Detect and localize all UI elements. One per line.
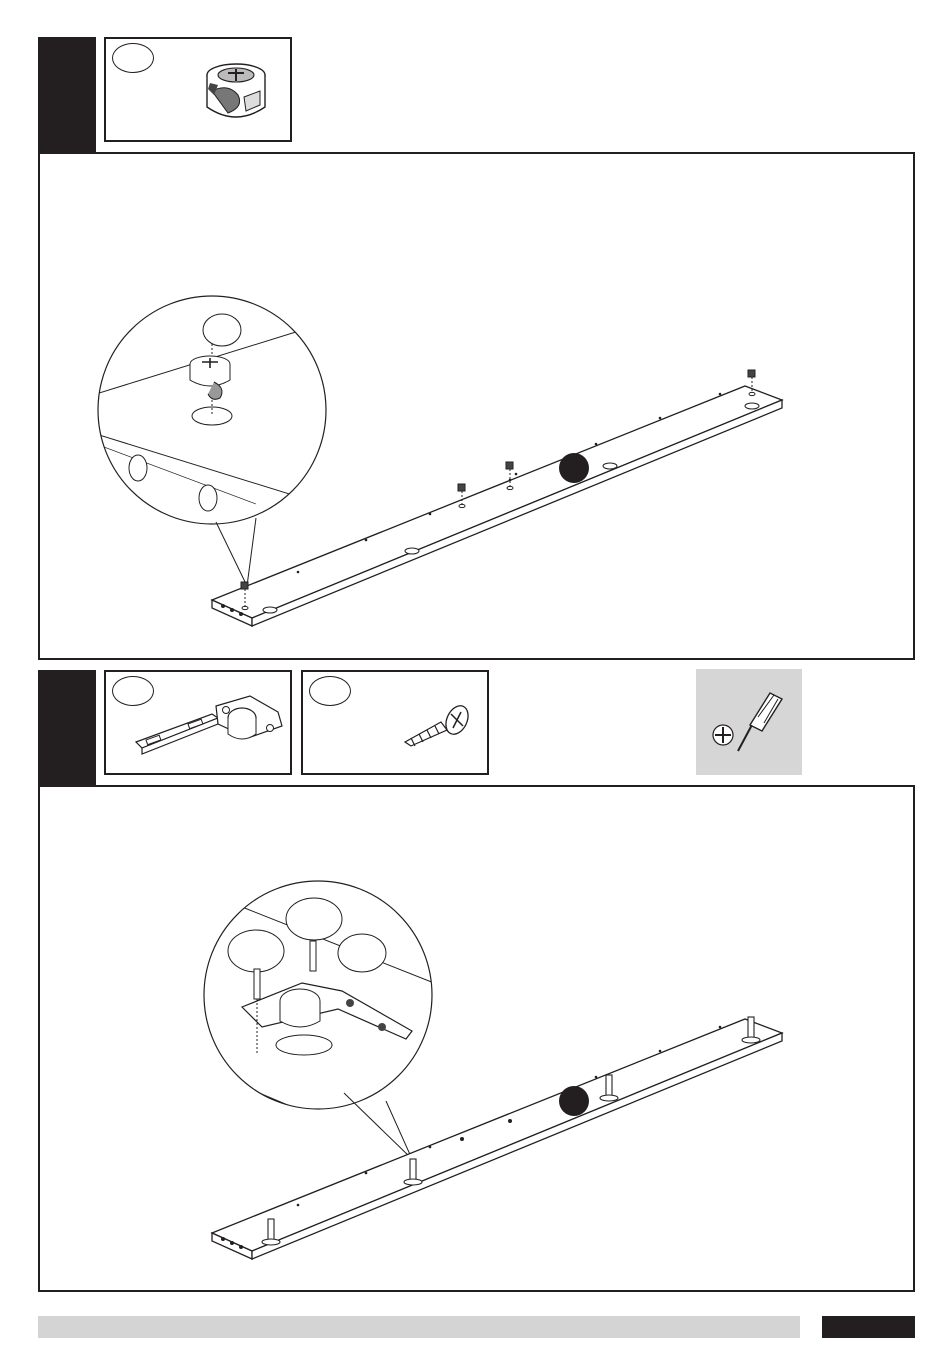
panel-with-cam-locks (40, 154, 917, 662)
page-number-block (822, 1316, 915, 1338)
step-2-part-box-hinge (104, 670, 292, 775)
step-2-marker (38, 670, 96, 788)
part-label-oval (112, 43, 154, 73)
step-1-marker (38, 37, 96, 155)
step-1-panel (38, 152, 915, 660)
footer-bar (38, 1316, 800, 1338)
screw-icon (401, 700, 477, 748)
step-2-panel (38, 785, 915, 1292)
hinge-icon (132, 688, 290, 768)
phillips-screwdriver-icon (710, 687, 792, 757)
tool-box-screwdriver (696, 669, 802, 775)
panel-marker-dot (559, 1086, 589, 1116)
cam-lock-fitting-icon (198, 61, 278, 136)
step-2-part-box-screw (301, 670, 489, 775)
step-1-part-box-cam-lock (104, 37, 292, 142)
part-label-oval (309, 676, 351, 706)
panel-marker-dot (559, 453, 589, 483)
panel-with-hinges (40, 787, 917, 1294)
